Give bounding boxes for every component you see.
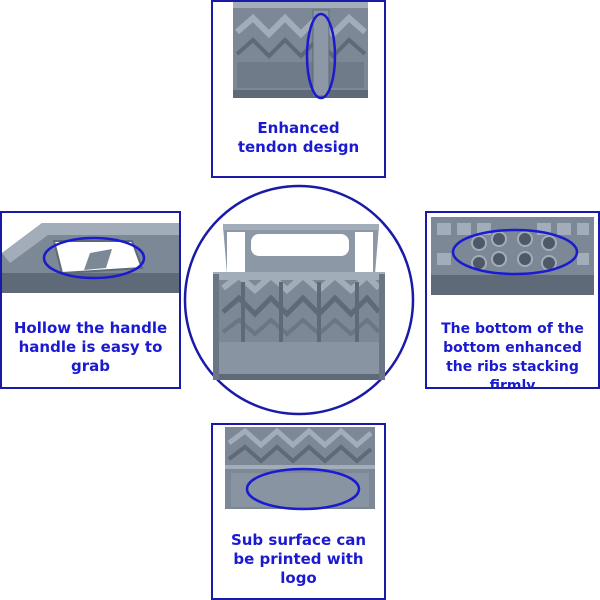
logo-surface-closeup-photo [213,425,384,511]
tendon-highlight-ellipse [305,12,337,100]
logo-surface-highlight-ellipse [245,467,361,511]
bottom-feature-caption: Sub surface can be printed with logo [230,531,367,587]
bottom-closeup-photo [427,213,598,298]
tendon-closeup-photo [213,2,384,102]
left-feature-panel: Hollow the handle handle is easy to grab [0,211,181,389]
left-feature-caption: Hollow the handle handle is easy to grab [13,319,168,375]
right-feature-caption: The bottom of the bottom enhanced the ri… [441,321,584,389]
right-feature-panel: The bottom of the bottom enhanced the ri… [425,211,600,389]
center-crate-illustration [183,184,415,416]
handle-closeup-photo [2,213,179,293]
top-feature-caption: Enhanced tendon design [237,119,360,156]
bottom-ribs-highlight-ellipse [451,228,579,276]
bottom-feature-panel: Sub surface can be printed with logo [211,423,386,600]
crate-image [213,224,385,380]
handle-highlight-ellipse [42,236,146,280]
top-feature-panel: Enhanced tendon design [211,0,386,178]
